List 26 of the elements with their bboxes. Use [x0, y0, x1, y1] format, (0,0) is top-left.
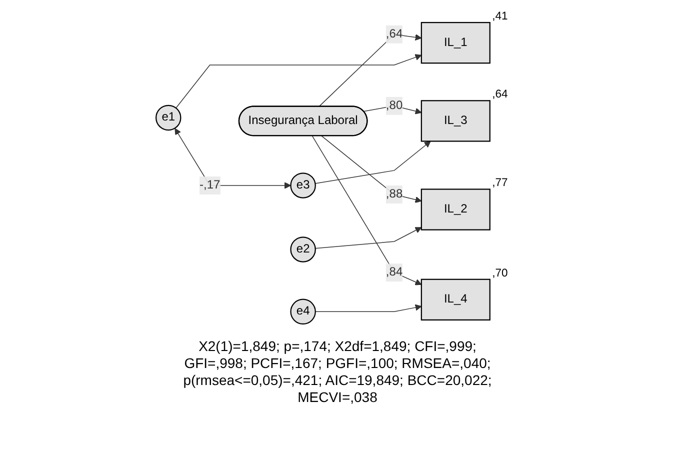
node-box: IL_1 — [420, 22, 490, 64]
arrow — [314, 304, 422, 312]
node-circle: e4 — [290, 298, 316, 325]
node-circle: e3 — [290, 172, 316, 198]
coefficient-label: ,41 — [492, 10, 508, 23]
arrow — [318, 34, 422, 108]
edge-label: ,88 — [385, 188, 402, 200]
node-box: IL_4 — [420, 278, 490, 320]
node-circle: e1 — [155, 104, 181, 131]
fit-statistics-caption: X2(1)=1,849; p=,174; X2df=1,849; CFI=,999; GFI=,998; PCFI=,167; PGFI=,100; RMSEA=,040; p(rmsea<=0,05)=,421; AIC=19,849; BCC=20,022; MECVI=,038 — [182, 338, 493, 406]
arrow — [314, 227, 422, 249]
edge-label: ,84 — [385, 266, 402, 279]
edge-label: ,80 — [385, 99, 402, 112]
arrow — [174, 128, 291, 189]
coefficient-label: ,77 — [492, 177, 508, 190]
node-circle: e2 — [290, 236, 316, 262]
node-box: IL_3 — [420, 100, 490, 142]
node-box: IL_2 — [420, 188, 490, 230]
coefficient-label: ,64 — [492, 88, 508, 101]
edge-label: ,64 — [385, 28, 402, 40]
arrow — [320, 136, 422, 203]
edge-label: -,17 — [198, 178, 220, 192]
arrow — [314, 140, 430, 184]
arrow — [175, 54, 422, 108]
arrow — [311, 136, 422, 286]
coefficient-label: ,70 — [492, 267, 508, 280]
